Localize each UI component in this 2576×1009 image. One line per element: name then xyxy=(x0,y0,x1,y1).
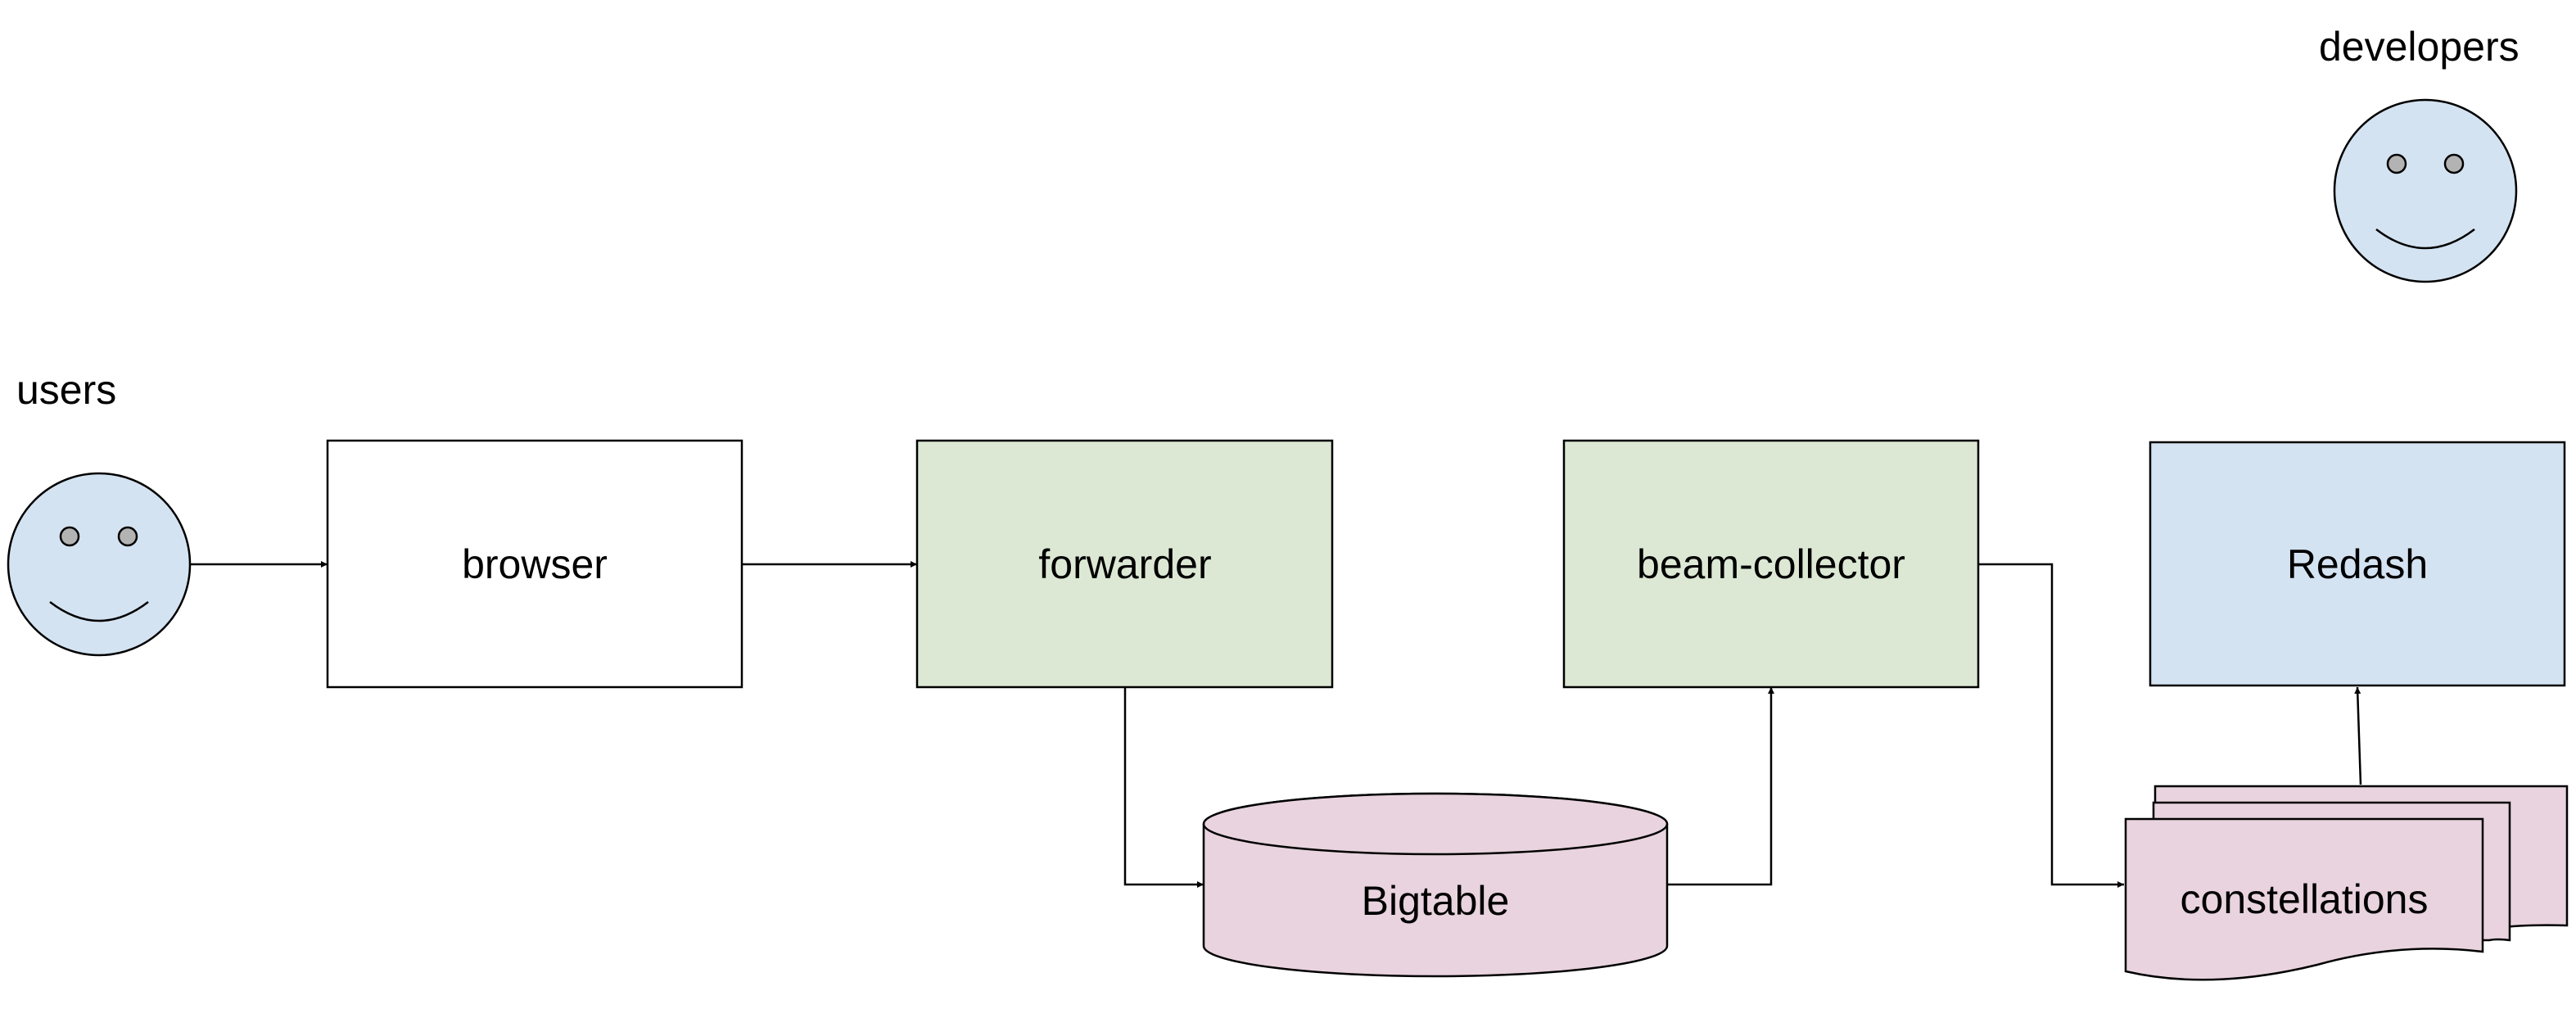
beam-collector-box xyxy=(1562,439,1980,689)
users-left-eye xyxy=(59,526,80,547)
users-label: users xyxy=(16,367,116,413)
edge-forwarder-to-bigtable xyxy=(1123,687,1204,888)
redash-node: Redash xyxy=(2149,441,2566,687)
browser-label: browser xyxy=(462,541,608,587)
edge-beam-collector-to-constellations xyxy=(1978,563,2124,888)
bigtable-node: Bigtable xyxy=(1202,792,1669,978)
constellations-doc-front xyxy=(2124,817,2484,981)
developers-actor: developers xyxy=(2319,24,2520,283)
users-right-eye xyxy=(117,526,138,547)
developers-label: developers xyxy=(2319,24,2520,70)
browser-box xyxy=(326,439,743,689)
developers-smiley-icon xyxy=(2333,98,2518,283)
redash-box xyxy=(2149,441,2566,687)
users-smile xyxy=(49,601,149,622)
constellations-node: constellations xyxy=(2124,785,2569,981)
edge-bigtable-to-beam-collector xyxy=(1667,687,1774,886)
browser-node: browser xyxy=(326,439,743,689)
bigtable-cylinder-top xyxy=(1202,792,1669,856)
edge-constellations-to-redash xyxy=(2354,686,2362,785)
edges xyxy=(190,561,2362,888)
bigtable-label: Bigtable xyxy=(1362,878,1510,924)
forwarder-node: forwarder xyxy=(915,439,1334,689)
redash-label: Redash xyxy=(2287,541,2428,587)
forwarder-label: forwarder xyxy=(1038,541,1211,587)
developers-right-eye xyxy=(2443,153,2465,174)
users-smiley-icon xyxy=(7,472,192,657)
beam-collector-label: beam-collector xyxy=(1637,541,1905,587)
constellations-label: constellations xyxy=(2181,876,2429,922)
forwarder-box xyxy=(915,439,1334,689)
developers-left-eye xyxy=(2386,153,2407,174)
developers-smile xyxy=(2375,228,2475,250)
users-actor: users xyxy=(7,367,192,657)
beam-collector-node: beam-collector xyxy=(1562,439,1980,689)
